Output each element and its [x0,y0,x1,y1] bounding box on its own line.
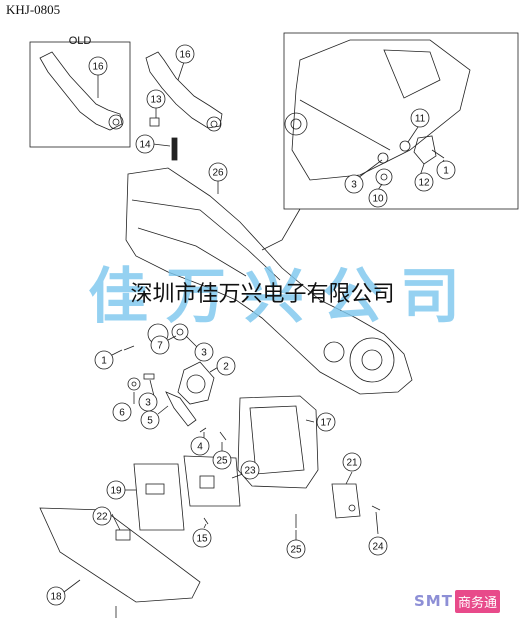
cover-plate-part [133,463,185,531]
callout: 12 [414,172,434,192]
callout: 22 [92,506,112,526]
lever-part [145,51,223,129]
callout: 25 [212,450,232,470]
old-label: OLD [69,35,92,47]
logo-latin: SMT [414,592,453,610]
spring-part [171,137,178,161]
svg-text:17: 17 [320,418,332,429]
svg-text:6: 6 [119,408,125,419]
side-cover-part [237,395,319,489]
watermark-large: 佳万兴公司 [88,262,478,332]
inset-bracket-part [413,135,437,165]
watermark-company-name: 深圳市佳万兴电子有限公司 [130,282,395,307]
inset-washer-part [399,140,411,152]
callout: 16 [88,56,108,76]
callout: 23 [240,460,260,480]
callout: 11 [410,108,430,128]
svg-text:15: 15 [196,534,208,545]
main-sprocket-part [349,337,395,383]
callout: 7 [150,335,170,355]
svg-text:14: 14 [139,140,151,151]
svg-text:25: 25 [290,545,302,556]
svg-text:24: 24 [372,542,384,553]
callout: 3 [138,392,158,412]
svg-text:3: 3 [351,180,357,191]
inset-frame-part [291,39,471,181]
svg-text:26: 26 [212,168,224,179]
svg-text:5: 5 [147,416,153,427]
svg-text:3: 3 [201,348,207,359]
connector-bracket-part [331,483,361,519]
svg-text:19: 19 [110,486,122,497]
model-code: KHJ-0805 [6,2,61,17]
callout: 17 [316,412,336,432]
callout: 25 [286,539,306,559]
old-sprocket-part [108,114,124,130]
callout: 15 [192,528,212,548]
svg-text:4: 4 [197,442,203,453]
svg-text:13: 13 [150,95,162,106]
callout: 26 [208,162,228,182]
svg-text:25: 25 [216,456,228,467]
callout: 1 [436,160,456,180]
callout: 19 [106,480,126,500]
smt-logo: SMT 商务通 [414,589,500,613]
callout: 18 [46,586,66,606]
svg-text:3: 3 [145,398,151,409]
svg-text:16: 16 [92,62,104,73]
label-part [115,529,131,541]
inset-pin-part [377,152,389,164]
callout: 6 [112,402,132,422]
svg-text:16: 16 [179,50,191,61]
svg-text:18: 18 [50,592,62,603]
detail-inset-frame [283,32,519,210]
callout: 4 [190,436,210,456]
callout: 14 [135,134,155,154]
callout: 3 [344,174,364,194]
callout: 3 [194,342,214,362]
inset-gear-part [375,168,393,186]
callout: 16 [175,44,195,64]
svg-text:12: 12 [418,178,430,189]
ratchet-assembly-part [177,361,215,405]
callout-group: 16 16 13 14 26 11 1 12 3 10 1 7 3 2 6 3 … [46,44,456,606]
callout: 5 [140,410,160,430]
svg-text:23: 23 [244,466,256,477]
washer-part [127,377,141,391]
callout: 10 [368,188,388,208]
callout: 21 [342,452,362,472]
svg-text:22: 22 [96,512,108,523]
svg-text:7: 7 [157,341,163,352]
svg-text:1: 1 [443,166,449,177]
callout: 1 [94,350,114,370]
callout: 13 [146,89,166,109]
logo-chinese: 商务通 [454,589,500,613]
old-part-frame [29,41,131,148]
circuit-board-part [183,455,241,507]
inset-leader [261,208,301,251]
svg-text:21: 21 [346,458,358,469]
pin-part [149,117,160,127]
side-panel-part [39,507,201,603]
old-lever-part [39,51,123,131]
feeder-body-part [125,167,413,395]
link-arm-part [165,391,197,427]
callout: 2 [216,356,236,376]
gear-part [171,323,189,341]
lever-sprocket-part [206,116,222,132]
callout: 24 [368,536,388,556]
svg-text:1: 1 [101,356,107,367]
svg-text:2: 2 [223,362,229,373]
svg-text:10: 10 [372,194,384,205]
svg-text:11: 11 [415,114,426,125]
